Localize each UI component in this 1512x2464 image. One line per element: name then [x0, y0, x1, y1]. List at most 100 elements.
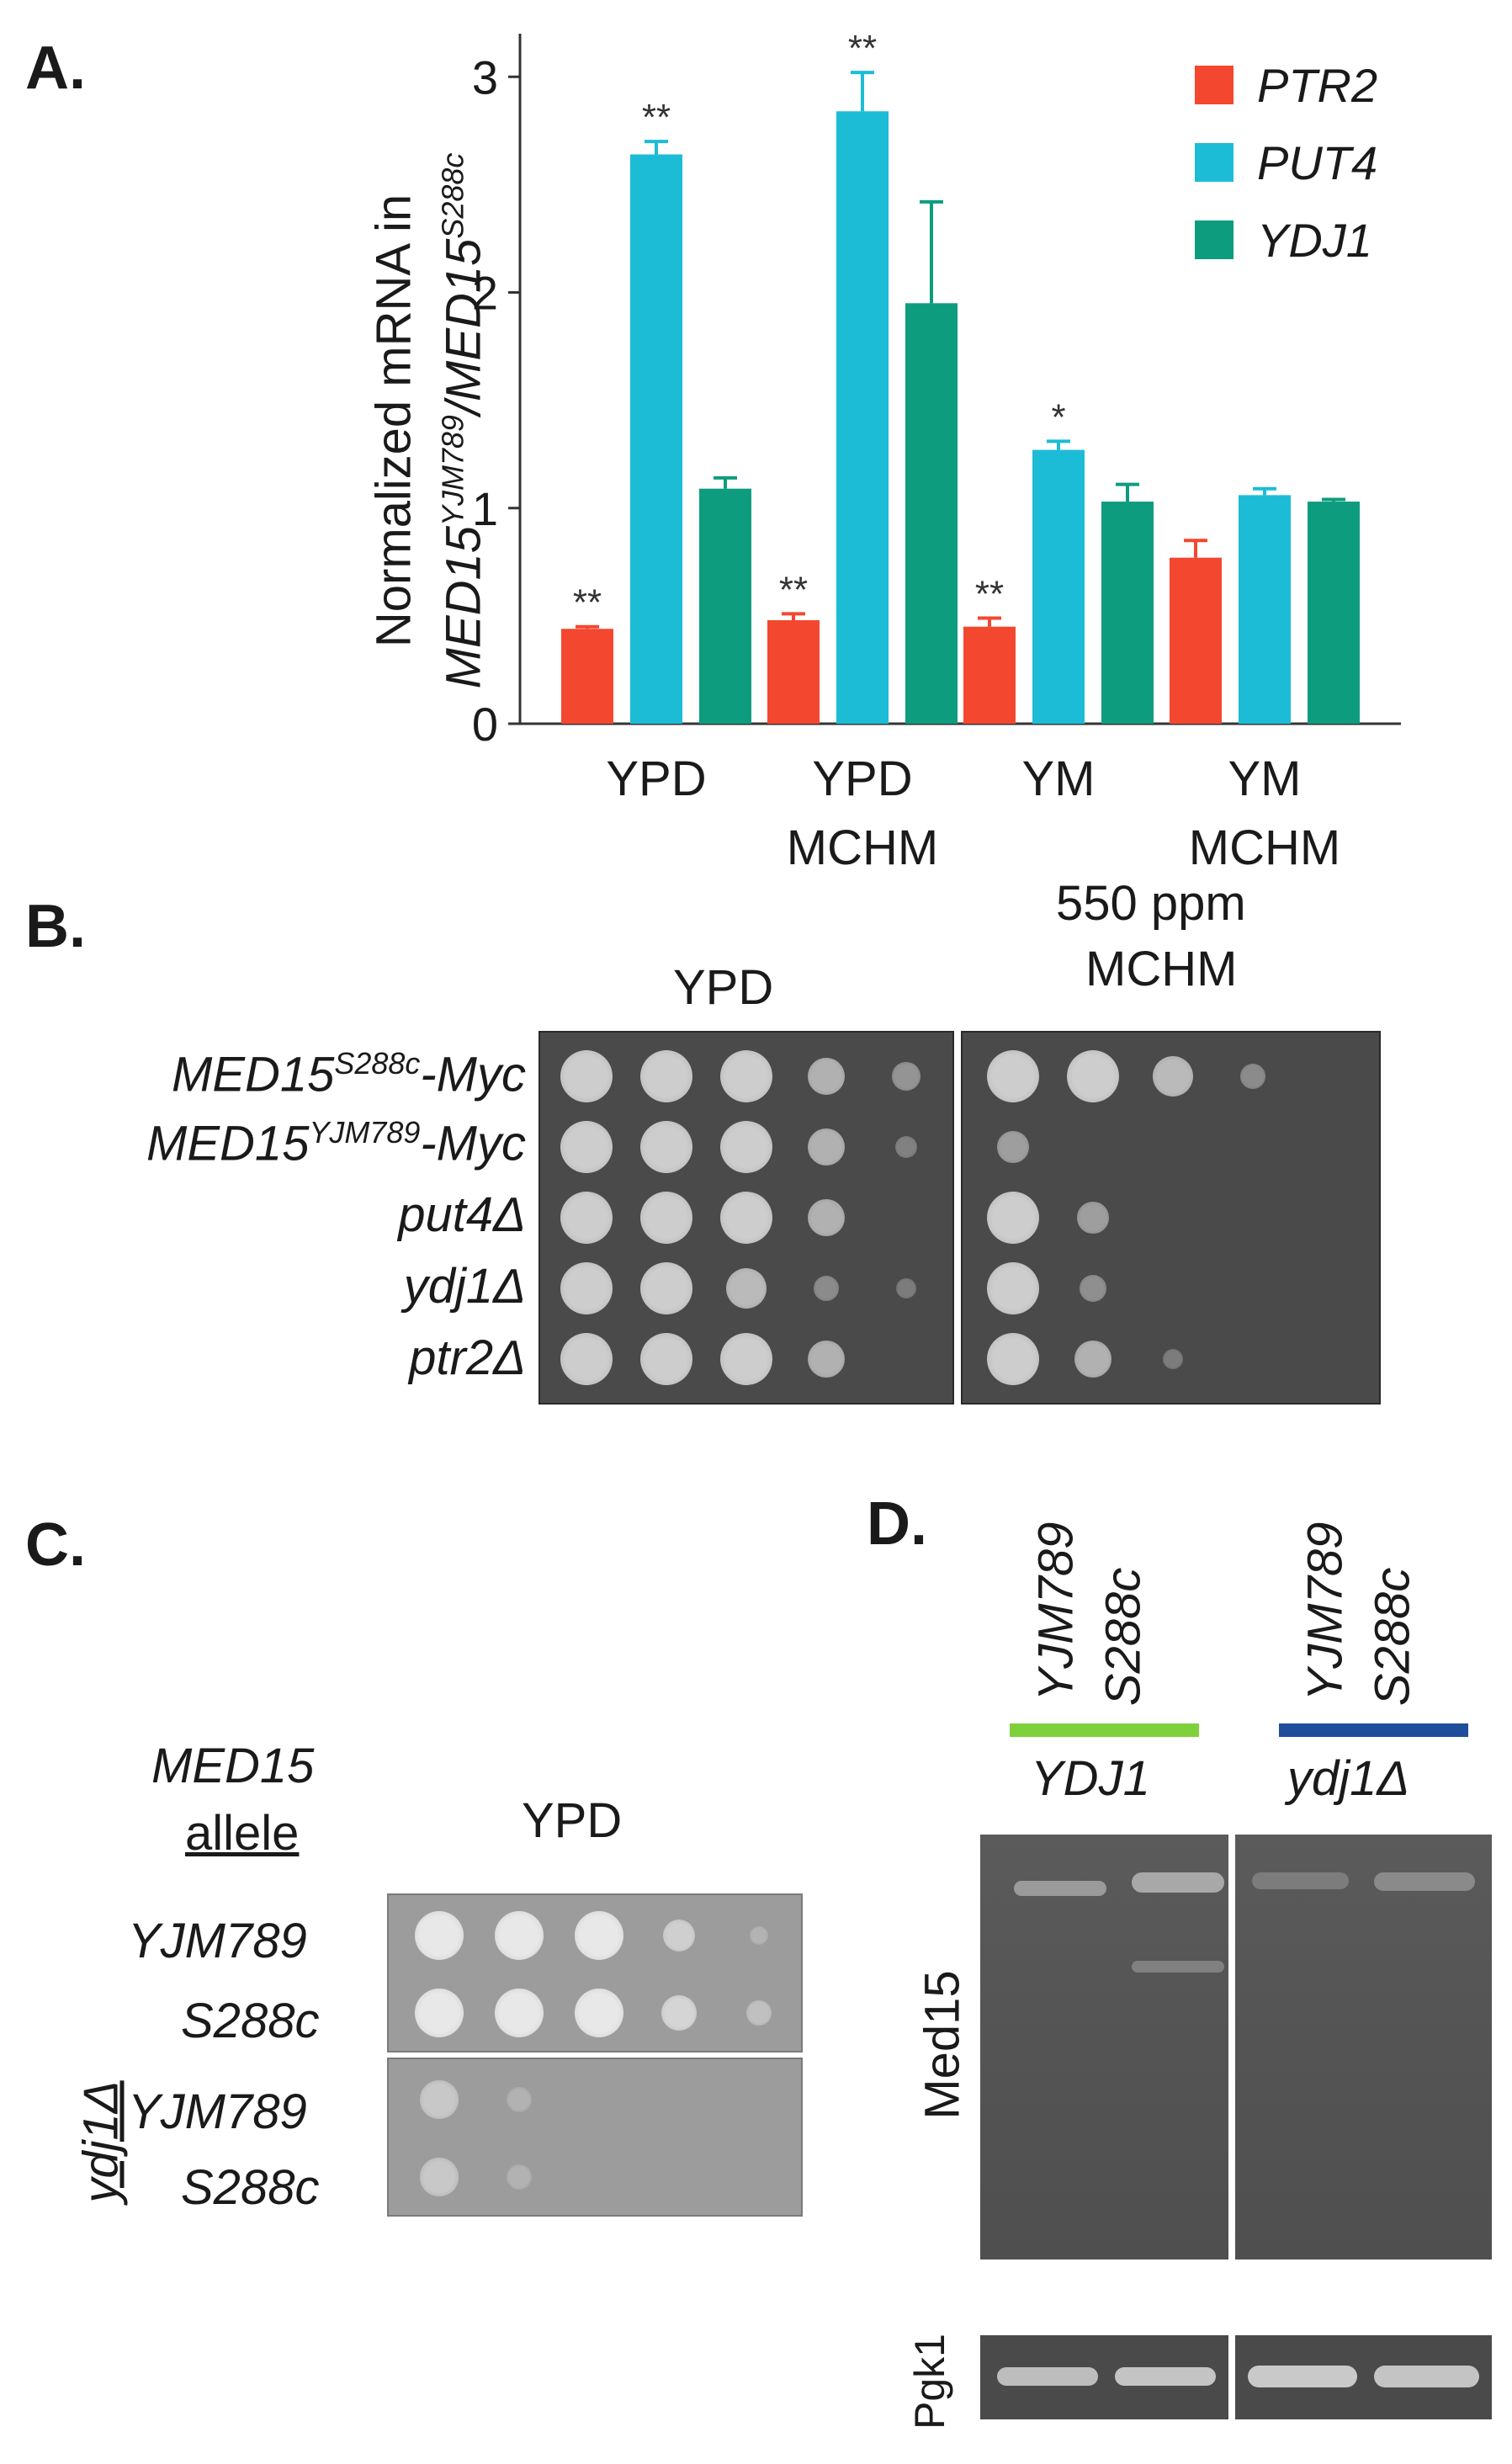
med15-band-lane4 [1374, 1872, 1475, 1891]
med15-band-lane1 [1014, 1881, 1106, 1896]
plate-ypd-title: YPD [673, 960, 774, 1015]
colony-spot [662, 1919, 696, 1952]
significance-stars: * [1051, 396, 1065, 438]
legend-swatch [1195, 66, 1233, 104]
strain-label-2: put4Δ [398, 1187, 526, 1242]
ydj1-delta-group-bar [1279, 1723, 1468, 1737]
colony-spot [807, 1057, 846, 1096]
colony-spot [495, 1911, 544, 1960]
pgk1-band-lane3 [1248, 2366, 1357, 2387]
significance-stars: ** [642, 97, 671, 138]
c-row-3: YJM789 [128, 2084, 307, 2139]
c-row-1: YJM789 [128, 1914, 307, 1968]
med15-label: Med15 [915, 1970, 970, 2120]
d-lane-2: S288c [1096, 1567, 1151, 1707]
plate-c-top [387, 1893, 803, 2052]
c-row-4: S288c [181, 2160, 320, 2215]
colony-spot [575, 1989, 623, 2037]
panel-b-label: B. [25, 893, 86, 960]
group-ydj1-delta-label: ydj1Δ [1287, 1751, 1410, 1806]
colony-spot [560, 1333, 613, 1385]
legend-label: YDJ1 [1257, 213, 1372, 267]
ydj1-group-label: ydj1Δ [73, 2080, 129, 2203]
colony-spot [1080, 1275, 1106, 1302]
colony-spot [1067, 1050, 1119, 1102]
d-lane-3: YJM789 [1297, 1521, 1353, 1702]
significance-stars: ** [573, 582, 602, 624]
med15-band-lane3 [1252, 1872, 1349, 1889]
strain-label-4: ptr2Δ [409, 1330, 526, 1385]
legend-item-ydj1: YDJ1 [1195, 201, 1377, 279]
d-lane-1: YJM789 [1028, 1521, 1084, 1702]
y-tick-label: 0 [472, 698, 498, 751]
colony-spot [415, 1989, 464, 2037]
pgk1-band-lane2 [1115, 2367, 1216, 2386]
colony-spot [894, 1135, 917, 1158]
med15-blot-right [1235, 1835, 1492, 2260]
colony-spot [746, 2000, 772, 2026]
strain-label-1: MED15YJM789-Myc [146, 1115, 526, 1171]
legend-swatch [1195, 143, 1233, 182]
ydj1-group-bar [1010, 1723, 1199, 1737]
colony-spot [749, 1925, 769, 1946]
colony-spot [987, 1050, 1039, 1102]
colony-spot [1152, 1055, 1194, 1097]
c-row-2: S288c [181, 1994, 320, 2048]
colony-spot [560, 1262, 613, 1314]
colony-spot [415, 1911, 464, 1960]
colony-spot [1162, 1348, 1184, 1370]
colony-spot [560, 1121, 613, 1173]
legend-item-ptr2: PTR2 [1195, 46, 1377, 124]
significance-stars: ** [848, 28, 877, 69]
bar-ydj1-3 [1308, 502, 1360, 724]
med15-blot-left [980, 1835, 1228, 2260]
colony-spot [640, 1121, 692, 1173]
colony-spot [1074, 1340, 1112, 1378]
pgk1-label: Pgk1 [906, 2334, 953, 2429]
colony-spot [720, 1050, 772, 1102]
group-ydj1-label: YDJ1 [1031, 1751, 1150, 1806]
colony-spot [507, 2164, 532, 2190]
colony-spot [495, 1989, 544, 2037]
strain-label-0: MED15S288c-Myc [172, 1046, 526, 1102]
med15-band-lane2 [1132, 1872, 1224, 1893]
colony-spot [640, 1333, 692, 1385]
y-tick-label: 1 [472, 482, 498, 535]
panel-a-label: A. [25, 35, 86, 102]
colony-spot [725, 1267, 767, 1309]
colony-spot [640, 1192, 692, 1244]
bar-ptr2-0 [561, 629, 613, 724]
significance-stars: ** [975, 573, 1004, 614]
plate-c-bottom [387, 2058, 803, 2217]
y-tick-label: 2 [472, 267, 498, 320]
colony-spot [640, 1262, 692, 1314]
bar-put4-0 [630, 154, 682, 724]
colony-spot [560, 1050, 613, 1102]
colony-spot [987, 1262, 1039, 1314]
colony-spot [507, 2087, 532, 2112]
colony-spot [892, 1062, 920, 1091]
pgk1-blot-left [980, 2335, 1228, 2419]
pgk1-band-lane4 [1374, 2366, 1479, 2387]
strain-label-3: ydj1Δ [403, 1259, 526, 1314]
colony-spot [560, 1192, 613, 1244]
significance-stars: ** [779, 569, 808, 610]
bar-put4-3 [1239, 495, 1291, 724]
plate-ypd-c-title: YPD [522, 1793, 623, 1848]
condition-label-2: YM [1021, 751, 1096, 806]
colony-spot [814, 1276, 839, 1301]
colony-spot [720, 1333, 772, 1385]
bar-ptr2-2 [963, 626, 1016, 724]
plate-mchm-title-line1: 550 ppm [1056, 876, 1246, 931]
bar-put4-2 [1032, 449, 1085, 724]
legend-swatch [1195, 220, 1233, 259]
colony-spot [720, 1192, 772, 1244]
condition-label-0: YPD [606, 751, 707, 806]
panel-d-label: D. [867, 1490, 927, 1558]
colony-spot [807, 1128, 846, 1166]
y-tick-label: 3 [472, 50, 498, 104]
colony-spot [661, 1995, 697, 2031]
